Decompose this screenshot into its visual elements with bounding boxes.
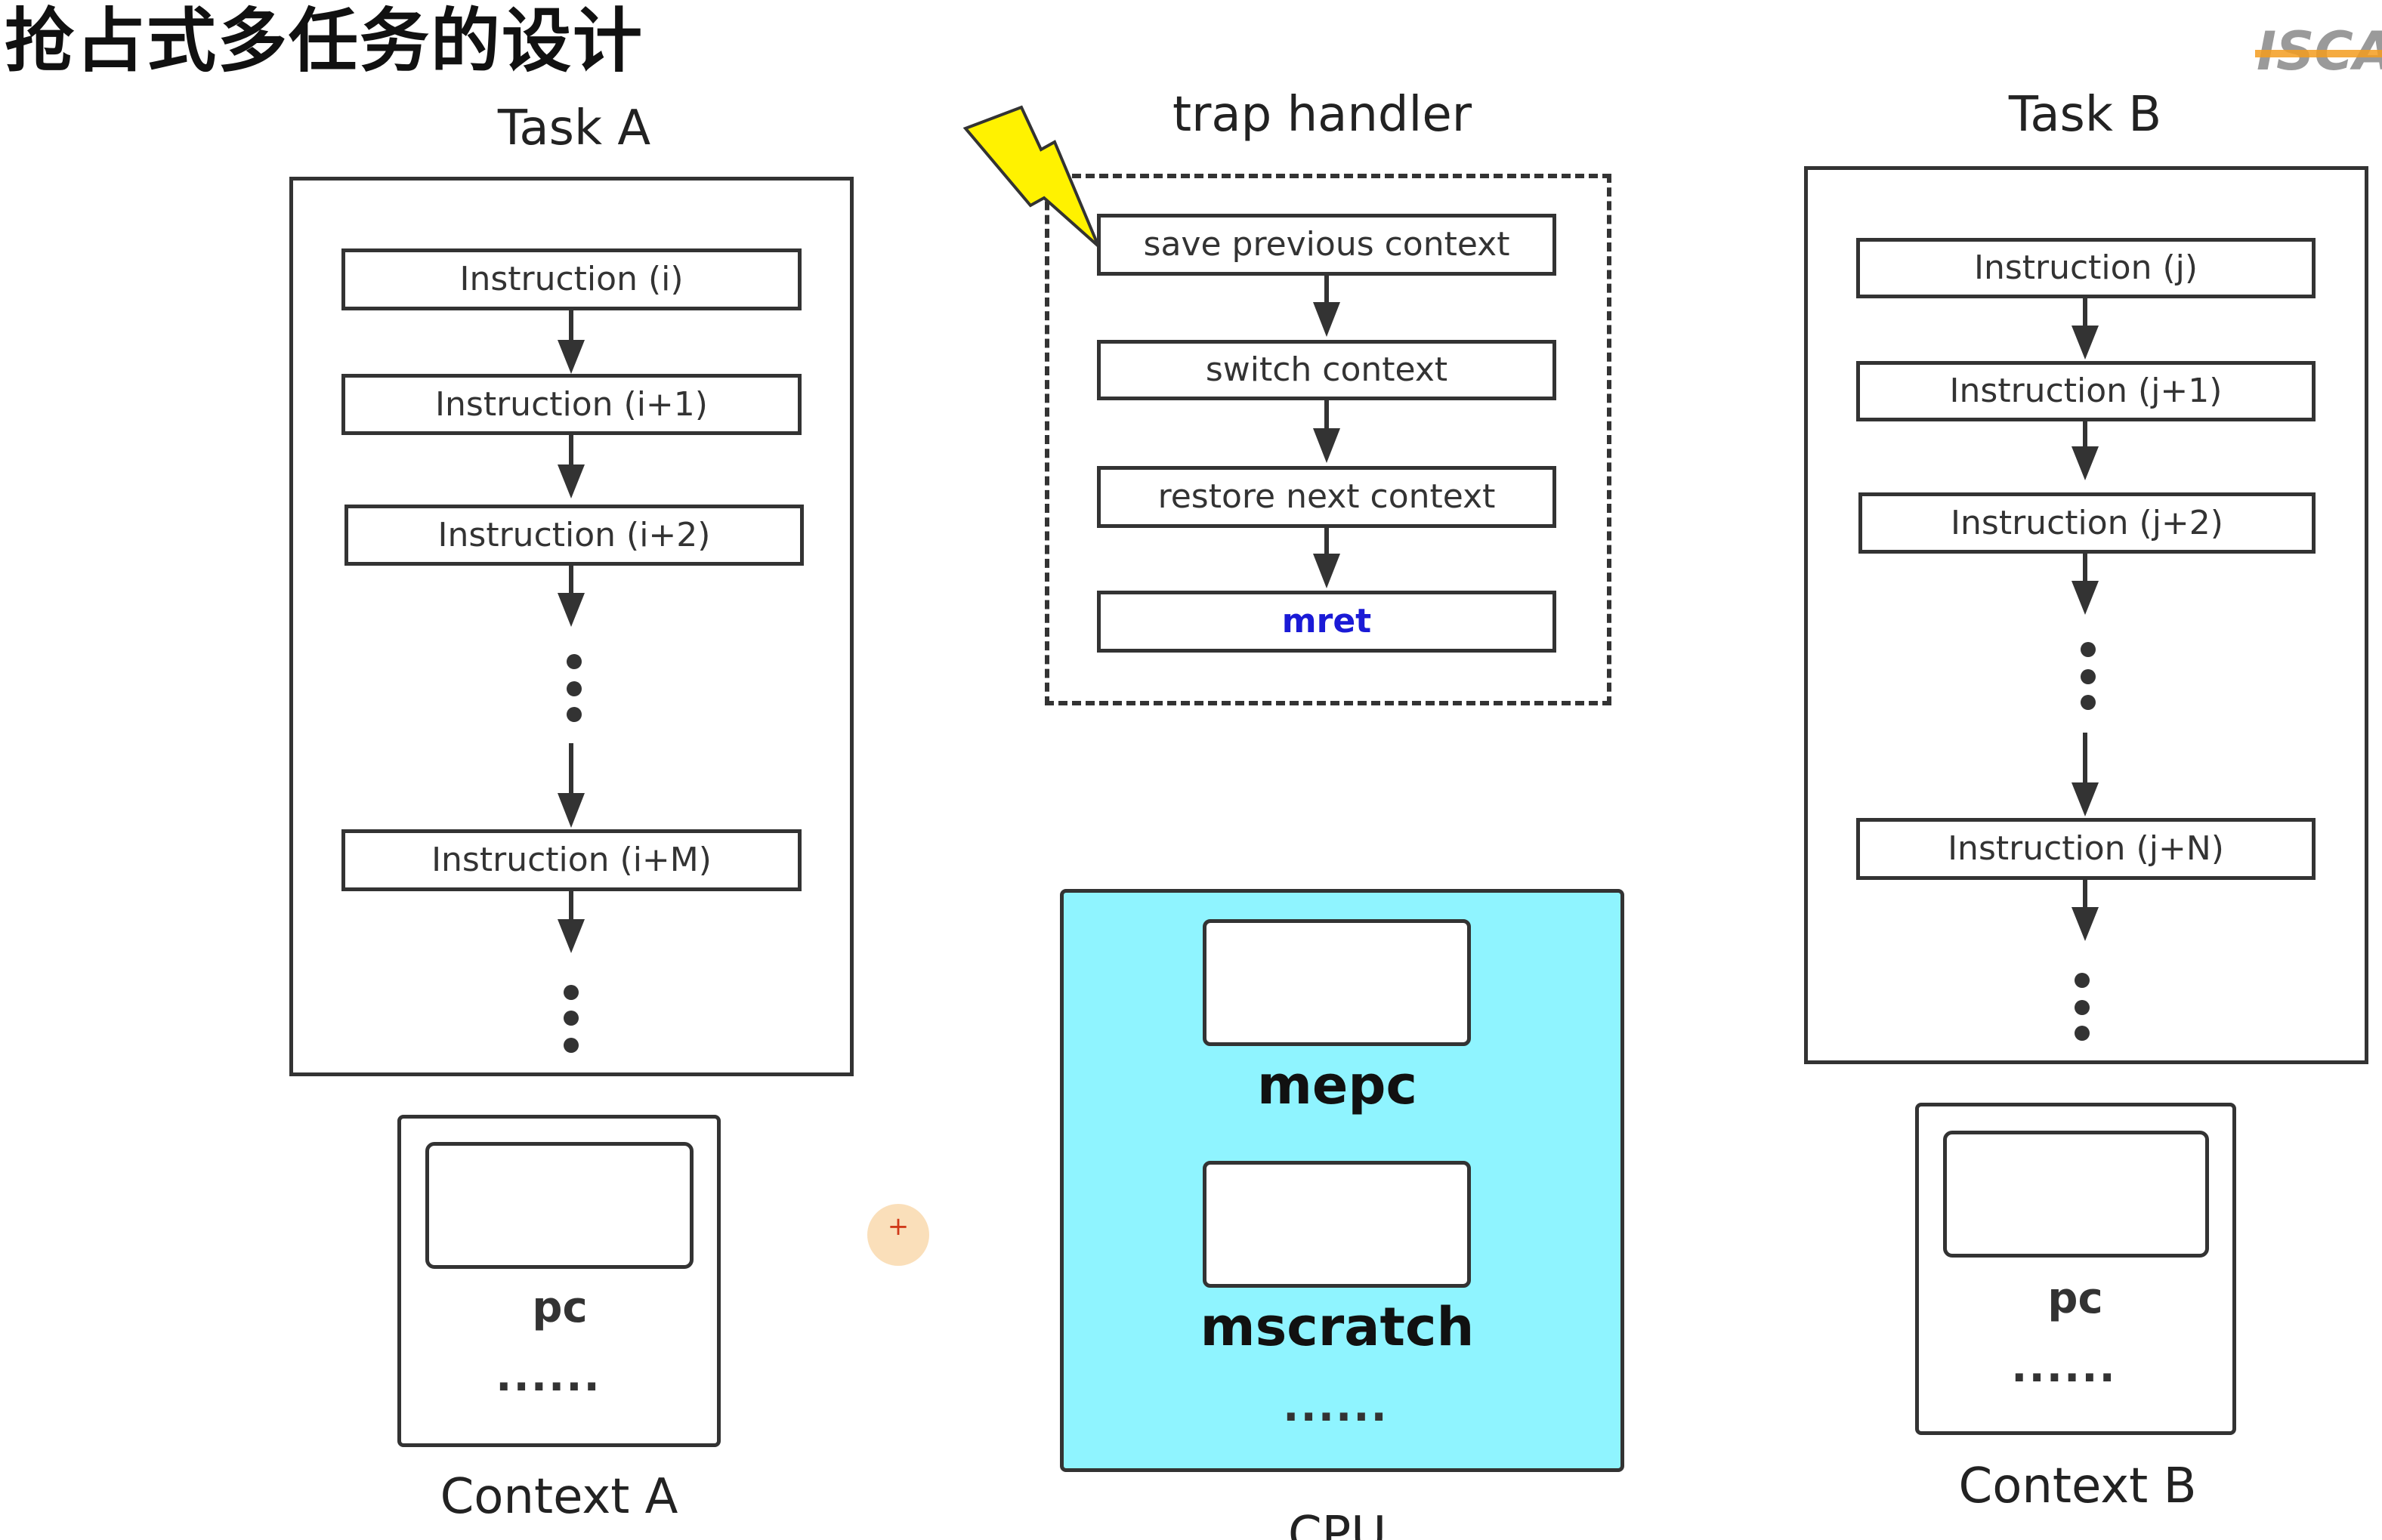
mepc-register-slot — [1203, 919, 1471, 1046]
context-b-pc-slot — [1943, 1131, 2209, 1258]
task-a-label: Task A — [497, 100, 651, 156]
trap-step-switch-context: switch context — [1097, 340, 1556, 400]
iscas-logo: ISCAS — [2255, 24, 2382, 77]
trap-step-restore-context: restore next context — [1097, 466, 1556, 528]
task-a-instruction-i-plus-2: Instruction (i+2) — [344, 505, 804, 566]
task-b-instruction-j: Instruction (j) — [1856, 238, 2316, 298]
context-b-label: Context B — [1958, 1458, 2197, 1514]
context-b-ellipsis: ...... — [2011, 1343, 2117, 1392]
task-a-continuation-dots — [564, 654, 582, 1053]
mscratch-register-slot — [1203, 1161, 1471, 1288]
task-b-instruction-j-plus-n: Instruction (j+N) — [1856, 818, 2316, 880]
task-a-instruction-i-plus-m: Instruction (i+M) — [341, 829, 802, 891]
context-a-pc-label: pc — [532, 1283, 588, 1332]
mepc-register-label: mepc — [1256, 1054, 1418, 1116]
context-a-pc-slot — [425, 1142, 694, 1269]
trap-handler-arrows — [1313, 276, 1340, 588]
cpu-label: CPU — [1287, 1507, 1387, 1540]
context-b-pc-label: pc — [2047, 1274, 2103, 1323]
trap-handler-label: trap handler — [1172, 87, 1472, 143]
task-b-arrows — [2072, 298, 2099, 941]
task-b-instruction-j-plus-2: Instruction (j+2) — [1858, 492, 2316, 554]
cursor-crosshair-icon: + — [887, 1211, 910, 1242]
task-a-arrowhead — [558, 793, 585, 828]
context-a-label: Context A — [440, 1469, 678, 1525]
cpu-ellipsis: ...... — [1283, 1382, 1389, 1431]
task-a-arrowhead — [558, 464, 585, 498]
task-a-instruction-i-plus-1: Instruction (i+1) — [341, 374, 802, 435]
task-b-instruction-j-plus-1: Instruction (j+1) — [1856, 361, 2316, 421]
trap-step-mret: mret — [1097, 591, 1556, 653]
trap-handler-frame — [1045, 174, 1611, 705]
context-a-ellipsis: ...... — [496, 1352, 601, 1401]
task-b-arrowhead — [2072, 907, 2099, 941]
task-b-arrowhead — [2072, 446, 2099, 480]
cursor-highlight — [867, 1204, 929, 1266]
mscratch-register-label: mscratch — [1200, 1296, 1475, 1358]
task-a-instruction-i: Instruction (i) — [341, 248, 802, 310]
interrupt-lightning-icon — [962, 105, 1100, 248]
task-b-arrowhead — [2072, 782, 2099, 816]
slide-title: 抢占式多任务的设计 — [5, 1, 644, 82]
trap-arrowhead — [1313, 554, 1340, 588]
task-b-arrowhead — [2072, 326, 2099, 360]
task-b-label: Task B — [2008, 87, 2162, 143]
task-b-continuation-dots — [2075, 642, 2096, 1041]
trap-arrowhead — [1313, 302, 1340, 337]
task-a-arrows — [558, 310, 585, 953]
task-a-arrowhead — [558, 593, 585, 627]
task-b-arrowhead — [2072, 581, 2099, 615]
trap-arrowhead — [1313, 428, 1340, 463]
trap-step-save-context: save previous context — [1097, 214, 1556, 276]
task-a-arrowhead — [558, 919, 585, 953]
task-a-arrowhead — [558, 340, 585, 374]
